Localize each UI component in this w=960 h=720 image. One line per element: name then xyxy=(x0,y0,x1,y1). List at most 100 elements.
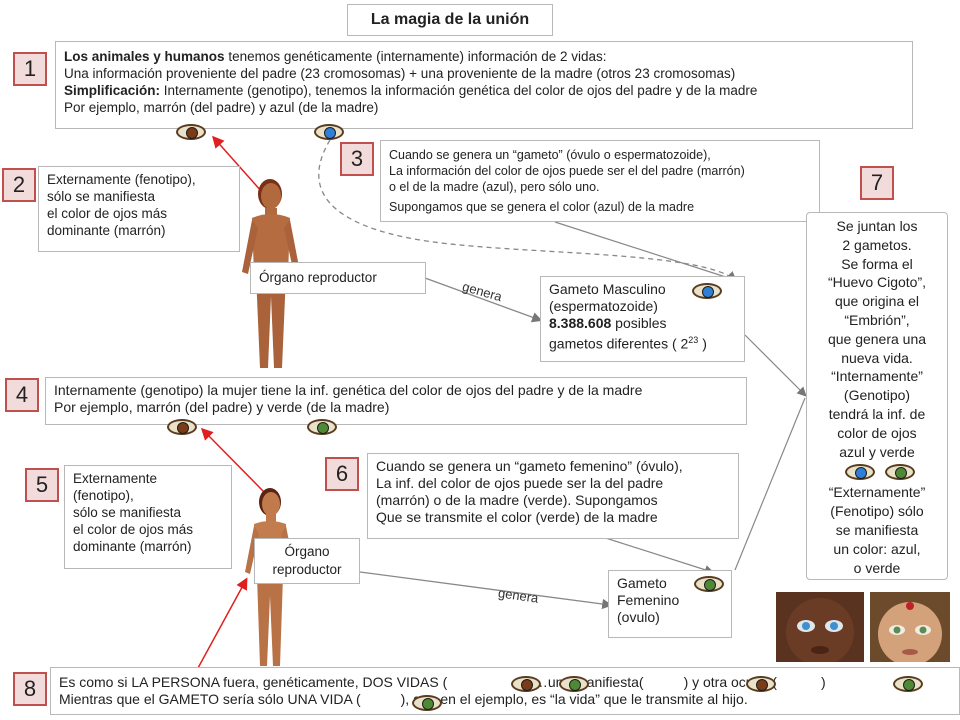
box1-line4: Por ejemplo, marrón (del padre) y azul (… xyxy=(64,100,379,115)
gamete-male-line2: (espermatozoide) xyxy=(549,298,658,314)
box8-line2: Mientras que el GAMETO sería sólo UNA VI… xyxy=(59,691,951,708)
box5-line3: sólo se manifiesta xyxy=(73,505,182,520)
box5-line4: el color de ojos más xyxy=(73,522,194,537)
label-organ-female-line1: Órgano xyxy=(284,544,330,559)
eye-green-gamete-summary-icon xyxy=(412,695,442,711)
eye-green-zygote-icon xyxy=(885,464,915,481)
box1-line2: Una información proveniente del padre (2… xyxy=(64,66,736,81)
box5-line2: (fenotipo), xyxy=(73,488,134,503)
box7-line18: o verde xyxy=(853,559,901,576)
box-zygote: Se juntan los 2 gametos. Se forma el “Hu… xyxy=(806,212,948,580)
box7-line5: que origina el xyxy=(834,293,920,310)
box5-line5: dominante (marrón) xyxy=(73,539,192,554)
box8-line2-b: ), que en el ejemplo, es “la vida” que l… xyxy=(400,691,748,707)
box1-line3-rest: Internamente (genotipo), tenemos la info… xyxy=(160,83,758,98)
box2-line3: el color de ojos más xyxy=(47,206,168,221)
label-organ-female: Órgano reproductor xyxy=(254,538,360,584)
eye-blue-gamete-icon xyxy=(692,283,722,299)
arrow-female-gamete-to-zygote xyxy=(734,397,806,571)
title-text: La magia de la unión xyxy=(370,11,530,28)
box7-line6: “Embrión”, xyxy=(844,311,910,328)
step-number-5: 5 xyxy=(25,468,59,502)
arrow-organ-to-male-gamete xyxy=(424,277,543,323)
gamete-male-count: 8.388.608 xyxy=(549,315,612,331)
box1-line1-rest: tenemos genéticamente (internamente) inf… xyxy=(224,49,607,64)
step-number-1: 1 xyxy=(13,52,47,86)
step-number-2: 2 xyxy=(2,168,36,202)
box7-eyes-row xyxy=(811,461,943,483)
box7-line9: “Internamente” xyxy=(831,368,923,385)
box8-line1-a: Es como si LA PERSONA fuera, genéticamen… xyxy=(59,674,448,690)
box-female-gamete: Gameto Femenino (ovulo) xyxy=(608,570,732,638)
box-male-phenotype: Externamente (fenotipo), sólo se manifie… xyxy=(38,166,240,252)
box7-line3: Se forma el xyxy=(841,255,913,272)
box7-line17: un color: azul, xyxy=(833,540,921,557)
box7-line1: Se juntan los xyxy=(836,218,918,234)
box8-line1: Es como si LA PERSONA fuera, genéticamen… xyxy=(59,674,951,691)
arrow-box3-to-gamete xyxy=(554,221,738,283)
box-female-phenotype: Externamente (fenotipo), sólo se manifie… xyxy=(64,465,232,569)
box7-line8: nueva vida. xyxy=(841,349,913,366)
label-organ-female-line2: reproductor xyxy=(272,562,342,577)
box2-line1: Externamente (fenotipo), xyxy=(47,172,196,187)
arrow-female-to-eye xyxy=(200,427,265,493)
box7-line11: tendrá la inf. de xyxy=(828,405,926,422)
box2-line2: sólo se manifiesta xyxy=(47,189,156,204)
gamete-female-line1: Gameto xyxy=(617,575,667,591)
box-gamete-generation-female: Cuando se genera un “gameto femenino” (ó… xyxy=(367,453,739,539)
gamete-female-line2: Femenino xyxy=(617,592,680,608)
box1-line1: Los animales y humanos tenemos genéticam… xyxy=(64,48,904,65)
eye-green-female-mother-icon xyxy=(307,419,337,435)
box7-line15: (Fenotipo) sólo xyxy=(830,503,924,520)
step-number-4: 4 xyxy=(5,378,39,412)
box6-line4: Que se transmite el color (verde) de la … xyxy=(376,509,658,525)
step-number-6: 6 xyxy=(325,457,359,491)
box5-line1: Externamente xyxy=(73,471,158,486)
box7-line16: se manifiesta xyxy=(835,521,919,538)
eye-green-hidden-icon xyxy=(893,676,923,692)
gamete-female-line3: (ovulo) xyxy=(617,609,660,625)
gamete-male-line1: Gameto Masculino xyxy=(549,281,666,297)
arrow-male-to-eye xyxy=(212,135,263,193)
box6-line3: (marrón) o de la madre (verde). Supongam… xyxy=(376,492,658,508)
gamete-male-line4-end: ) xyxy=(698,335,707,352)
box4-line1: Internamente (genotipo) la mujer tiene l… xyxy=(54,382,643,398)
child-photo-green-eyes xyxy=(870,592,950,662)
box6-line1: Cuando se genera un “gameto femenino” (ó… xyxy=(376,458,683,474)
step-number-8: 8 xyxy=(13,672,47,706)
eye-blue-zygote-icon xyxy=(845,464,875,481)
box7-line14: “Externamente” xyxy=(828,484,926,501)
box-genetics-intro: Los animales y humanos tenemos genéticam… xyxy=(55,41,913,129)
step-number-7: 7 xyxy=(860,166,894,200)
arrow-organ-to-female-gamete xyxy=(359,571,613,610)
box-female-genotype: Internamente (genotipo) la mujer tiene l… xyxy=(45,377,747,425)
label-organ-male-text: Órgano reproductor xyxy=(259,270,377,285)
gamete-male-line4: gametos diferentes ( 223 ) xyxy=(549,332,736,353)
box6-line2: La inf. del color de ojos puede ser la d… xyxy=(376,475,664,491)
box7-line2: 2 gametos. xyxy=(842,236,912,253)
box3-line4: Supongamos que se genera el color (azul)… xyxy=(389,200,695,214)
child-photo-blue-eyes xyxy=(776,592,864,662)
gamete-male-exponent: 23 xyxy=(688,335,699,345)
eye-green-gamete-icon xyxy=(694,576,724,592)
arrow-box6-to-female-gamete xyxy=(589,532,715,575)
box7-line13: azul y verde xyxy=(839,443,915,460)
box1-line3: Simplificación: Internamente (genotipo),… xyxy=(64,82,904,99)
gamete-male-line3: 8.388.608 posibles xyxy=(549,315,736,332)
eye-brown-father-icon xyxy=(176,124,206,140)
box1-line3-bold: Simplificación: xyxy=(64,83,161,98)
box-gamete-generation-male: Cuando se genera un “gameto” (óvulo o es… xyxy=(380,140,820,222)
box2-line4: dominante (marrón) xyxy=(47,223,166,238)
step-number-3: 3 xyxy=(340,142,374,176)
box7-line7: que genera una xyxy=(827,330,927,347)
arrow-male-gamete-to-zygote xyxy=(744,334,807,397)
box7-line10: (Genotipo) xyxy=(843,387,911,404)
box-summary: Es como si LA PERSONA fuera, genéticamen… xyxy=(50,667,960,715)
eye-brown-manifest-icon xyxy=(746,676,776,692)
box8-line2-a: Mientras que el GAMETO sería sólo UNA VI… xyxy=(59,691,361,707)
dashed-arrow-blue-eye xyxy=(318,139,737,282)
box7-line4: “Huevo Cigoto”, xyxy=(827,274,927,291)
box3-line1: Cuando se genera un “gameto” (óvulo o es… xyxy=(389,148,711,162)
eye-blue-mother-icon xyxy=(314,124,344,140)
